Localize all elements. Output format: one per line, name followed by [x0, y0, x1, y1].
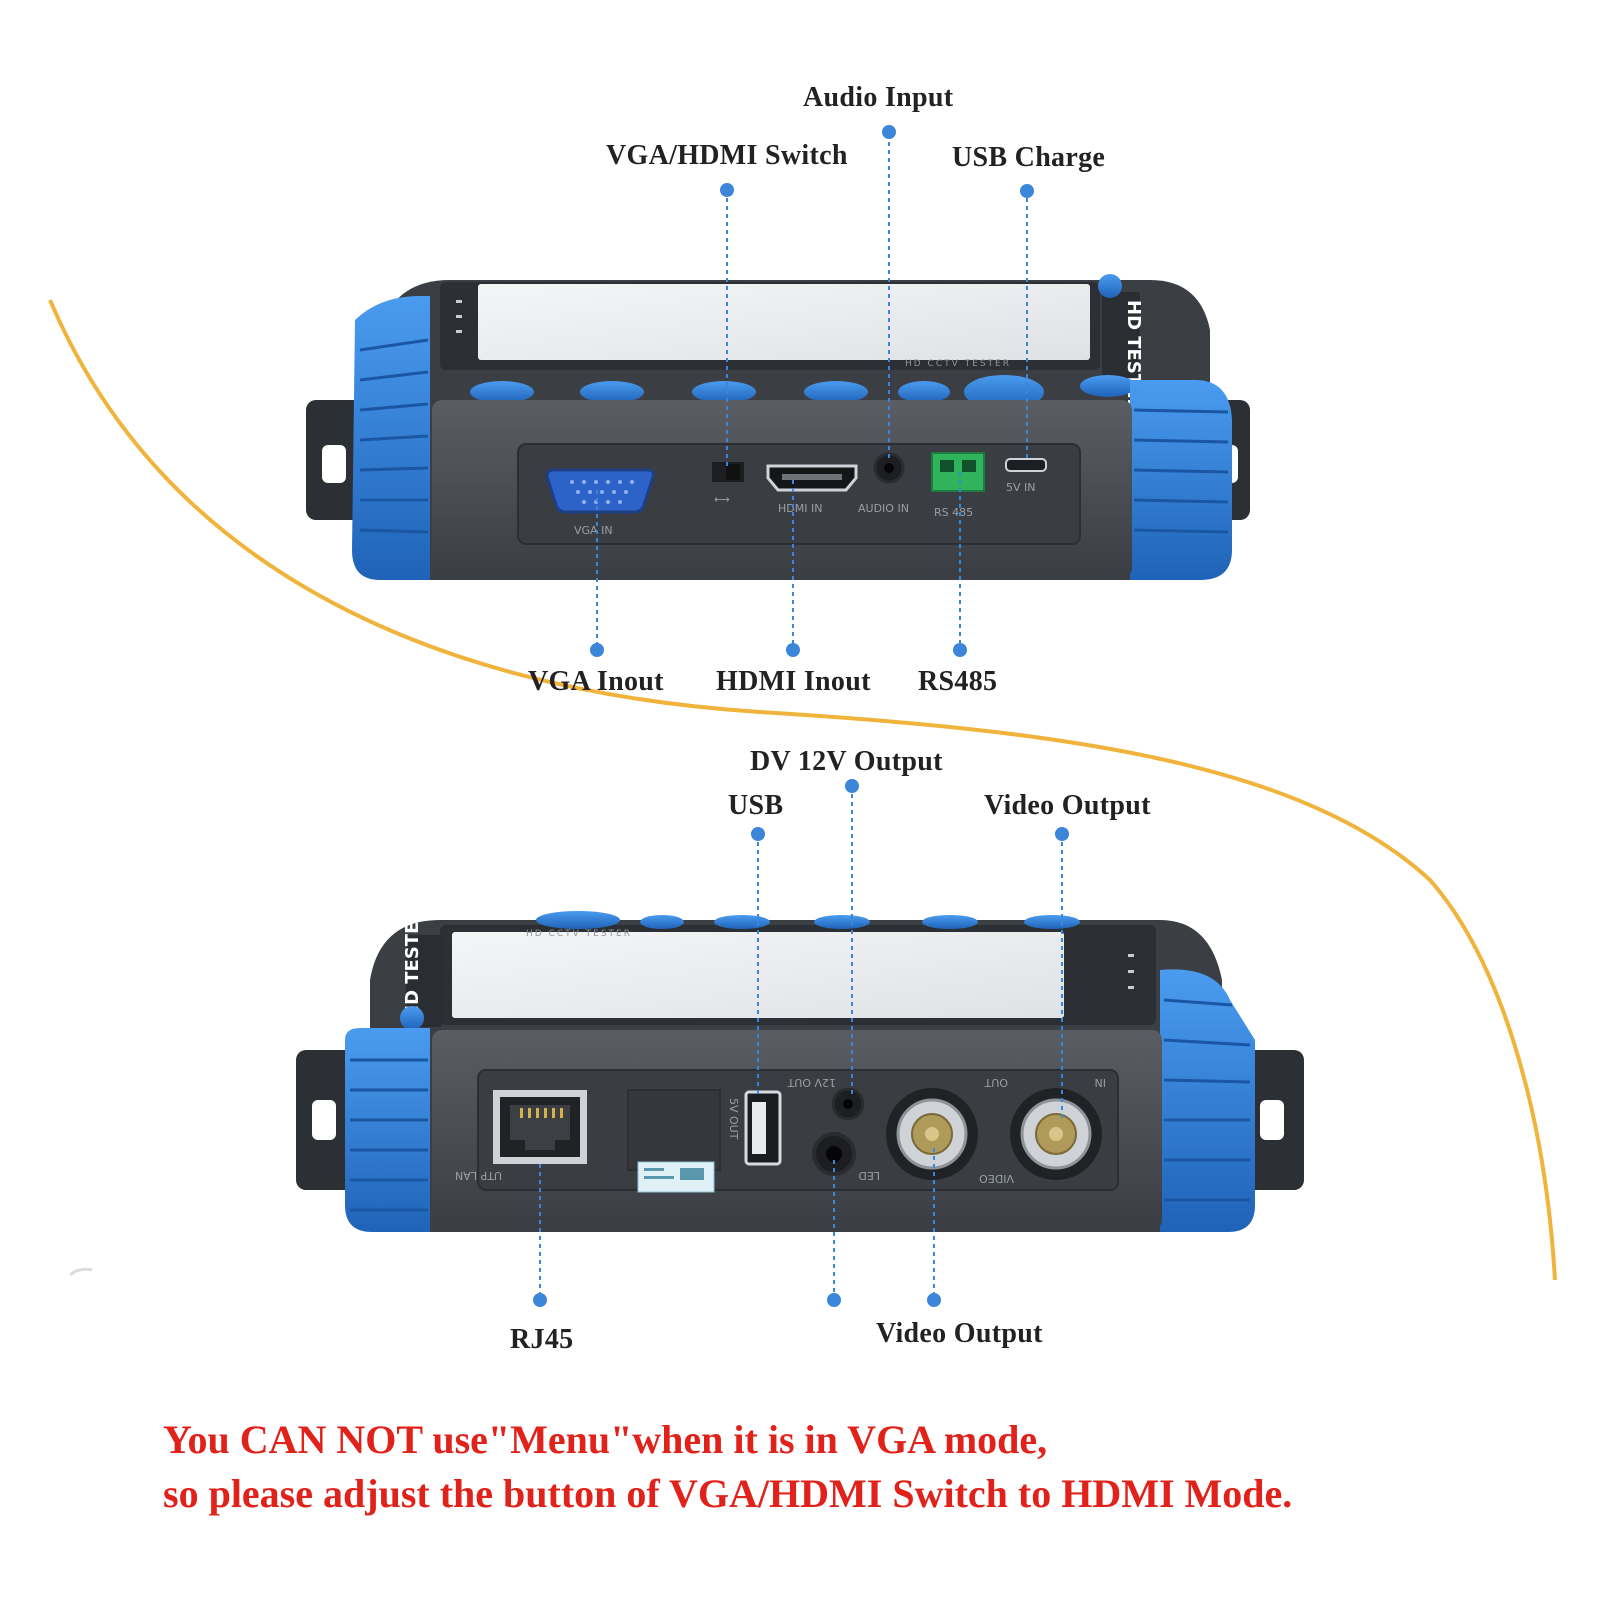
leader-dots [533, 125, 1069, 1307]
top-print-rs485: RS 485 [934, 506, 973, 519]
bottom-print-5v-out: 5V OUT [727, 1098, 740, 1140]
top-print-vga-in: VGA IN [574, 524, 613, 537]
label-video-output-bottom: Video Output [876, 1318, 1043, 1349]
label-hdmi-inout: HDMI Inout [716, 666, 871, 697]
label-rj45: RJ45 [510, 1324, 574, 1355]
top-print-hdmi-in: HDMI IN [778, 502, 822, 515]
top-device: HD TESTER HD CCTV TESTER [306, 274, 1250, 580]
bottom-print-in: IN [1095, 1076, 1106, 1089]
top-print-5v-in: 5V IN [1006, 481, 1036, 494]
bottom-model-caption: HD CCTV TESTER [526, 929, 632, 939]
label-vga-hdmi-switch: VGA/HDMI Switch [606, 140, 848, 171]
bottom-print-utp-lan: UTP LAN [455, 1169, 502, 1182]
label-audio-input: Audio Input [803, 82, 954, 113]
warning-line-1: You CAN NOT use"Menu"when it is in VGA m… [163, 1417, 1048, 1462]
bottom-brand-text: HD TESTER [402, 908, 423, 1020]
top-print-audio-in: AUDIO IN [858, 502, 909, 515]
label-rs485: RS485 [918, 666, 998, 697]
leader-lines [539, 134, 1063, 1300]
label-usb: USB [728, 790, 784, 821]
bottom-print-video: VIDEO [979, 1172, 1014, 1185]
label-usb-charge: USB Charge [952, 142, 1106, 173]
warning-line-2: so please adjust the button of VGA/HDMI … [163, 1471, 1293, 1516]
bottom-device: HD CCTV TESTER HD TESTER [296, 908, 1304, 1232]
top-model-caption: HD CCTV TESTER [905, 359, 1011, 369]
top-print-switch-arrow: ⟷ [714, 493, 730, 506]
label-video-output-top: Video Output [984, 790, 1151, 821]
gold-curve-left [48, 299, 1557, 1281]
bottom-print-out: OUT [984, 1076, 1008, 1089]
label-dv-12v-output: DV 12V Output [750, 746, 943, 777]
gold-curve-accent [68, 1267, 93, 1277]
bottom-print-12v-out: 12V OUT [787, 1076, 836, 1089]
bottom-print-led: LED [858, 1169, 880, 1182]
label-vga-inout: VGA Inout [528, 666, 664, 697]
